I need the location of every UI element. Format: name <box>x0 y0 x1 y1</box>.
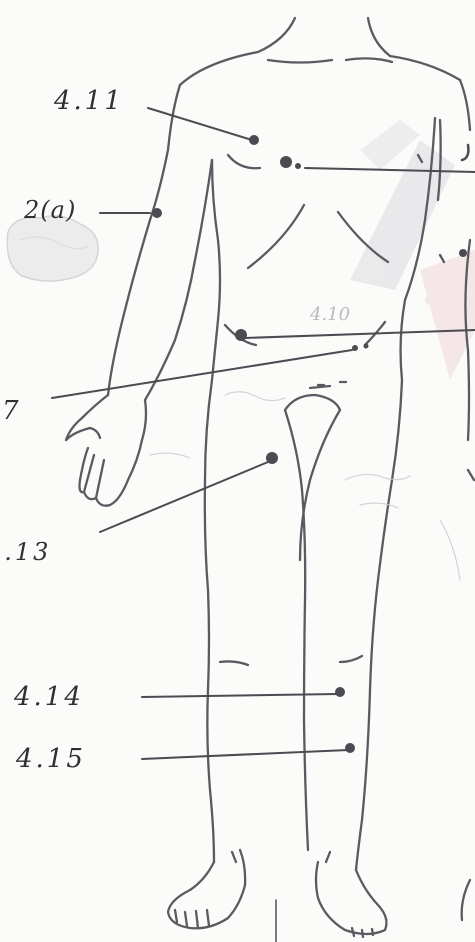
marker-7 <box>352 345 358 351</box>
label-4-15: 4.15 <box>16 746 86 772</box>
leg-left-inner <box>285 410 308 850</box>
label-1-13: 1.13 <box>0 540 51 564</box>
ankle-marks <box>232 852 330 862</box>
crotch <box>285 395 340 410</box>
pointer-4-11 <box>148 108 252 140</box>
pointer-1-13 <box>100 462 268 532</box>
marker-right-upper <box>459 249 467 257</box>
knee-left <box>220 661 248 665</box>
pointer-4-15 <box>142 750 348 759</box>
marker-hip <box>235 329 247 341</box>
marker-4-15 <box>345 743 355 753</box>
arm-left-inner <box>145 160 212 400</box>
right-edge-curve <box>462 880 470 920</box>
neck-right <box>368 18 390 56</box>
label-4-14: 4.14 <box>14 684 84 710</box>
neck-left <box>258 18 295 52</box>
right-upper-hook <box>462 145 468 160</box>
knee-right <box>340 656 362 662</box>
correction-blot <box>7 216 98 281</box>
foot-right <box>316 862 386 934</box>
shoulder-left <box>180 52 258 85</box>
chest-line <box>228 155 260 168</box>
marker-4-14 <box>335 687 345 697</box>
pointer-7 <box>52 350 352 398</box>
leg-left-outer <box>205 380 214 862</box>
marker-upper-chest-2 <box>295 163 301 169</box>
marker-upper-chest <box>280 156 292 168</box>
torso-left <box>212 160 220 380</box>
foot-left <box>168 850 245 928</box>
hand <box>66 395 146 506</box>
arm-left-outer <box>108 85 180 395</box>
leg-right-inner <box>300 410 340 560</box>
pelvis <box>310 386 330 388</box>
pointer-4-14 <box>142 694 338 697</box>
marker-7b <box>364 344 369 349</box>
label-2a: 2(a) <box>24 198 76 222</box>
rib-left <box>248 205 304 268</box>
label-4-11: 4.11 <box>54 88 124 114</box>
marker-4-11 <box>249 135 259 145</box>
label-7: 7 <box>2 398 22 424</box>
leg-right-outer <box>356 380 402 870</box>
clavicle <box>268 58 392 62</box>
shoulder-right <box>390 56 460 80</box>
marker-1-13 <box>266 452 278 464</box>
marker-2a <box>152 208 162 218</box>
label-faint: 4.10 <box>310 306 350 324</box>
